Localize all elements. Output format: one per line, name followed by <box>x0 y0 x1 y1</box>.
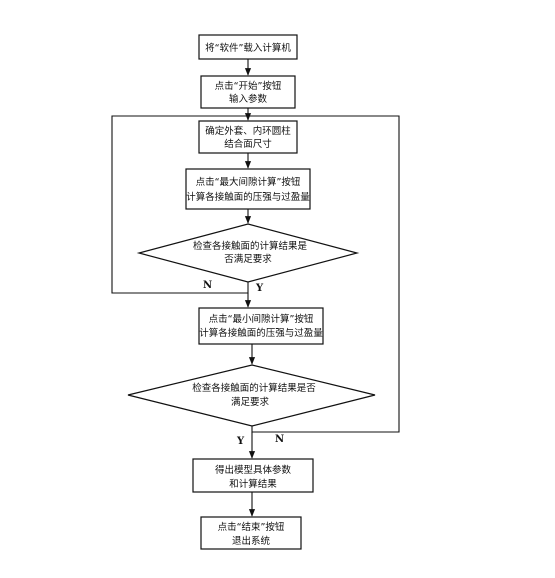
step-click-start-line1: 点击“开始”按钮 <box>215 80 282 92</box>
step-max-gap-calc <box>185 168 311 210</box>
step-determine-sizes-line2: 结合面尺寸 <box>224 138 272 150</box>
step-output-results-line1: 得出模型具体参数 <box>215 464 292 476</box>
branch-label-check2-no: N <box>275 434 284 445</box>
step-load-software <box>198 34 298 60</box>
decision-check-1-line1: 检查各接触面的计算结果是 <box>193 240 308 252</box>
step-click-start <box>200 75 296 109</box>
step-click-start-line2: 输入参数 <box>229 93 268 105</box>
step-output-results <box>192 458 314 493</box>
step-min-gap-calc-line1: 点击“最小间隙计算”按钮 <box>209 313 314 325</box>
step-exit <box>200 516 302 550</box>
decision-check-2 <box>127 364 376 427</box>
branch-label-check1-yes: Y <box>255 283 264 294</box>
step-load-software-text: 将“软件”载入计算机 <box>205 42 291 54</box>
step-max-gap-calc-line1: 点击“最大间隙计算”按钮 <box>196 176 301 188</box>
step-max-gap-calc-line2: 计算各接触面的压强与过盈量 <box>186 191 310 203</box>
branch-label-check1-no: N <box>203 280 212 291</box>
decision-check-2-line2: 满足要求 <box>231 396 270 408</box>
step-determine-sizes-line1: 确定外套、内环圆柱 <box>205 125 291 137</box>
decision-check-1-line2: 否满足要求 <box>224 253 272 265</box>
branch-label-check2-yes: Y <box>236 436 245 447</box>
step-determine-sizes <box>198 120 298 154</box>
step-min-gap-calc-line2: 计算各接触面的压强与过盈量 <box>199 327 323 339</box>
step-min-gap-calc <box>198 307 324 345</box>
step-output-results-line2: 和计算结果 <box>229 478 277 490</box>
decision-check-2-line1: 检查各接触面的计算结果是否 <box>192 382 316 394</box>
step-exit-line2: 退出系统 <box>232 535 271 547</box>
loop-check-2-no <box>248 115 400 433</box>
loop-check-1-no <box>111 115 249 294</box>
decision-check-1 <box>136 223 360 283</box>
step-exit-line1: 点击“结束”按钮 <box>218 521 285 533</box>
